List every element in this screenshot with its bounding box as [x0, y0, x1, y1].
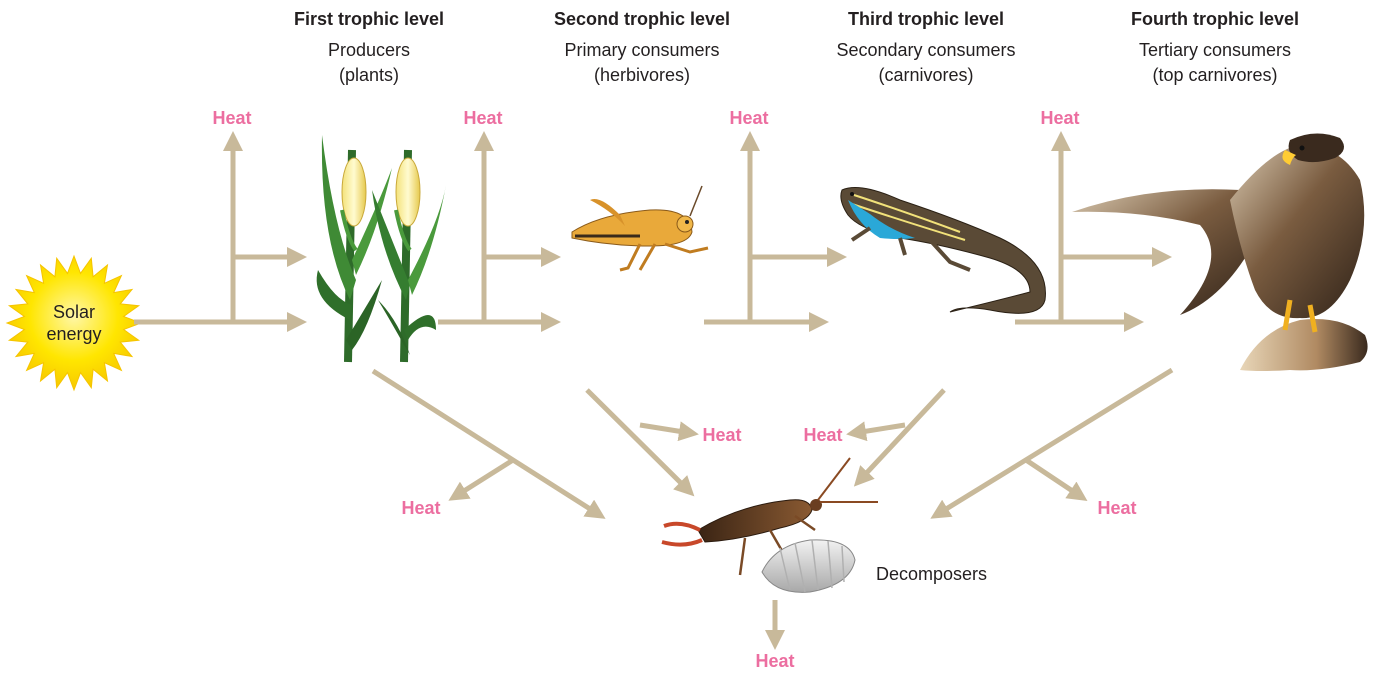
arrow-heat-8 [1026, 460, 1080, 496]
heat-label-8: Heat [1097, 498, 1136, 518]
level-3-header: Third trophic level Secondary consumers … [836, 9, 1015, 85]
sun-label-line1: Solar [53, 302, 95, 322]
hawk-icon [1072, 133, 1368, 371]
arrow-heat-5 [456, 460, 513, 496]
heat-label-4: Heat [1040, 108, 1079, 128]
level-2-role: Primary consumers [564, 40, 719, 60]
level-4-title: Fourth trophic level [1131, 9, 1299, 29]
level-1-role: Producers [328, 40, 410, 60]
heat-label-7: Heat [803, 425, 842, 445]
level-3-title: Third trophic level [848, 9, 1004, 29]
sun-label-line2: energy [46, 324, 101, 344]
arrow-carnivore-to-decomposers [860, 390, 944, 480]
arrow-herbivore-to-decomposers [587, 390, 688, 490]
level-3-group: (carnivores) [878, 65, 973, 85]
heat-label-9: Heat [755, 651, 794, 671]
heat-label-3: Heat [729, 108, 768, 128]
level-4-group: (top carnivores) [1152, 65, 1277, 85]
decomposers-label: Decomposers [876, 564, 987, 584]
grasshopper-icon [572, 186, 708, 270]
level-4-header: Fourth trophic level Tertiary consumers … [1131, 9, 1299, 85]
level-3-role: Secondary consumers [836, 40, 1015, 60]
sun-icon: Solar energy [7, 256, 141, 390]
level-4-role: Tertiary consumers [1139, 40, 1291, 60]
level-1-group: (plants) [339, 65, 399, 85]
arrow-heat-6 [640, 425, 690, 433]
arrow-top-to-decomposers [938, 370, 1172, 514]
level-1-title: First trophic level [294, 9, 444, 29]
heat-label-5: Heat [401, 498, 440, 518]
heat-label-6: Heat [702, 425, 741, 445]
level-2-group: (herbivores) [594, 65, 690, 85]
lizard-icon [841, 188, 1046, 314]
decomposers-icon: Decomposers [662, 458, 987, 592]
heat-label-1: Heat [212, 108, 251, 128]
level-2-title: Second trophic level [554, 9, 730, 29]
level-2-header: Second trophic level Primary consumers (… [554, 9, 730, 85]
level-1-header: First trophic level Producers (plants) [294, 9, 444, 85]
arrow-plants-to-decomposers [373, 371, 598, 514]
heat-label-2: Heat [463, 108, 502, 128]
arrow-heat-7 [855, 425, 905, 433]
corn-plant-icon [317, 135, 446, 362]
